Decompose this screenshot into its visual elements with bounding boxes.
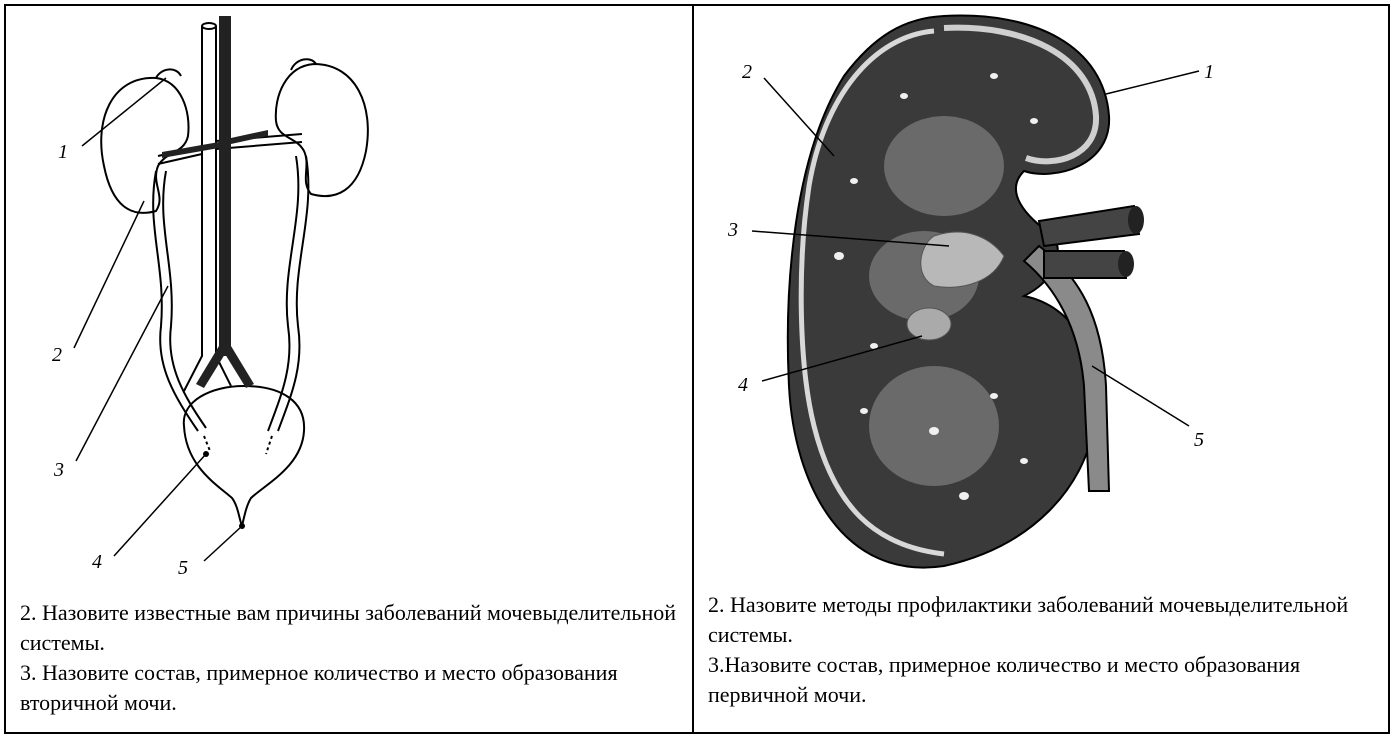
renal-artery-end xyxy=(1128,206,1144,234)
right-callout-3: 3 xyxy=(727,219,738,241)
right-question-3: 3.Назовите состав, примерное количество … xyxy=(708,650,1368,710)
left-callout-3: 3 xyxy=(53,459,64,481)
aorta xyxy=(219,16,231,356)
left-cell: 1 2 3 4 5 2. Назовите известные вам прич… xyxy=(6,6,694,732)
renal-papilla xyxy=(907,308,951,340)
vessel-dot xyxy=(1030,118,1038,124)
right-questions: 2. Назовите методы профилактики заболева… xyxy=(708,590,1368,710)
aorta-bifurcation xyxy=(196,346,254,388)
right-cell: 1 2 3 4 5 2. Назовите методы профилактик… xyxy=(694,6,1388,732)
medulla-upper xyxy=(884,116,1004,216)
renal-vein xyxy=(1044,251,1126,278)
right-callout-1: 1 xyxy=(1204,61,1214,83)
right-leader-1 xyxy=(1106,71,1199,94)
left-leader-5-dot xyxy=(239,523,245,529)
vessel-dot xyxy=(900,93,908,99)
left-leader-4 xyxy=(114,454,206,556)
vessel-dot xyxy=(834,252,844,260)
vena-cava-left-edge xyxy=(184,26,202,391)
vessel-dot xyxy=(990,73,998,79)
left-callout-4: 4 xyxy=(92,551,102,573)
medulla-lower xyxy=(869,366,999,486)
vessel-dot xyxy=(929,427,939,435)
right-ureter-opening xyxy=(266,436,272,454)
kidney-section-illustration: 1 2 3 4 5 xyxy=(694,6,1388,586)
left-question-2: 2. Назовите известные вам причины заболе… xyxy=(20,598,680,658)
left-leader-3 xyxy=(76,286,168,461)
vessel-dot xyxy=(850,178,858,184)
vessel-dot xyxy=(959,492,969,500)
right-callout-4: 4 xyxy=(738,374,748,396)
left-ureter-opening xyxy=(204,436,210,451)
left-kidney xyxy=(101,78,188,213)
worksheet-table: 1 2 3 4 5 2. Назовите известные вам прич… xyxy=(4,4,1390,734)
right-kidney xyxy=(276,64,368,196)
left-adrenal xyxy=(156,69,181,78)
renal-artery xyxy=(1039,206,1139,246)
left-leader-2 xyxy=(74,201,144,348)
left-leader-4-dot xyxy=(203,451,209,457)
renal-vein-end xyxy=(1118,251,1134,277)
right-question-2: 2. Назовите методы профилактики заболева… xyxy=(708,590,1368,650)
left-leader-5 xyxy=(204,526,242,561)
left-callout-2: 2 xyxy=(52,344,62,366)
left-leader-1 xyxy=(82,78,166,146)
vena-cava-top xyxy=(202,23,216,29)
urinary-system-illustration: 1 2 3 4 5 xyxy=(6,6,692,596)
left-question-3: 3. Назовите состав, примерное количество… xyxy=(20,658,680,718)
right-renal-artery xyxy=(231,130,268,144)
right-callout-5: 5 xyxy=(1194,429,1204,451)
left-callout-1: 1 xyxy=(58,141,68,163)
vessel-dot xyxy=(860,408,868,414)
left-questions: 2. Назовите известные вам причины заболе… xyxy=(20,598,680,718)
vessel-dot xyxy=(990,393,998,399)
right-callout-2: 2 xyxy=(742,61,752,83)
left-callout-5: 5 xyxy=(178,557,188,579)
vessel-dot xyxy=(1020,458,1028,464)
